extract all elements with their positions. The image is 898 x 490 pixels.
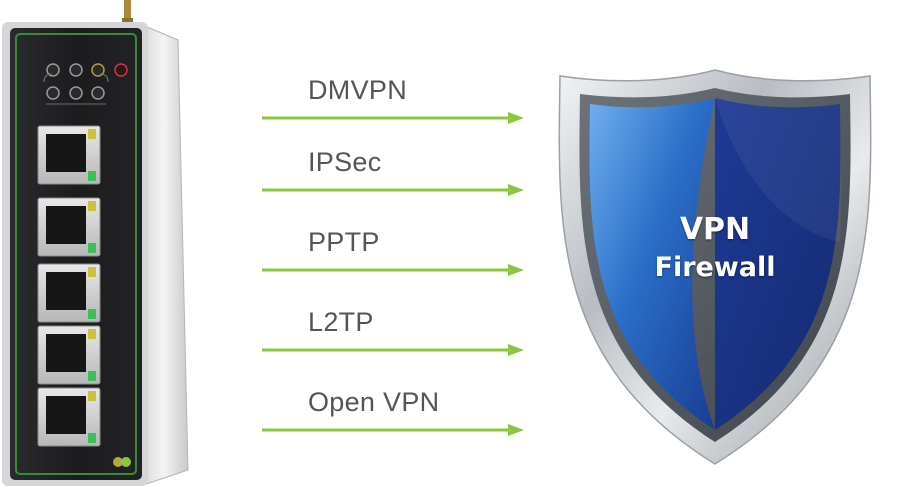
ethernet-port-icon: [37, 387, 101, 447]
router-device-illustration: [2, 0, 189, 486]
protocol-ipsec: IPSec: [262, 147, 524, 197]
ethernet-port-icon: [37, 125, 101, 185]
protocol-dmvpn: DMVPN: [262, 75, 524, 125]
shield-subtitle: Firewall: [654, 252, 776, 283]
arrow-right-icon: [262, 112, 524, 124]
protocol-pptp: PPTP: [262, 227, 524, 277]
arrow-right-icon: [262, 264, 524, 276]
arrow-right-icon: [262, 424, 524, 436]
shield-title: VPN: [679, 212, 751, 247]
protocol-l2tp: L2TP: [262, 307, 524, 357]
ethernet-port-icon: [37, 197, 101, 257]
ethernet-ports: [37, 125, 101, 447]
ethernet-port-icon: [37, 263, 101, 323]
ethernet-port-icon: [37, 325, 101, 385]
arrow-right-icon: [262, 344, 524, 356]
arrow-right-icon: [262, 184, 524, 196]
protocol-openvpn: Open VPN: [262, 387, 524, 437]
brand-logo-icon: [113, 457, 131, 467]
protocol-label: IPSec: [308, 147, 382, 177]
status-led-panel: [43, 63, 128, 105]
shield-icon: [558, 69, 872, 465]
protocol-label: Open VPN: [308, 387, 440, 417]
protocol-label: L2TP: [308, 307, 374, 337]
protocol-label: PPTP: [308, 227, 380, 257]
protocol-label: DMVPN: [308, 75, 408, 105]
